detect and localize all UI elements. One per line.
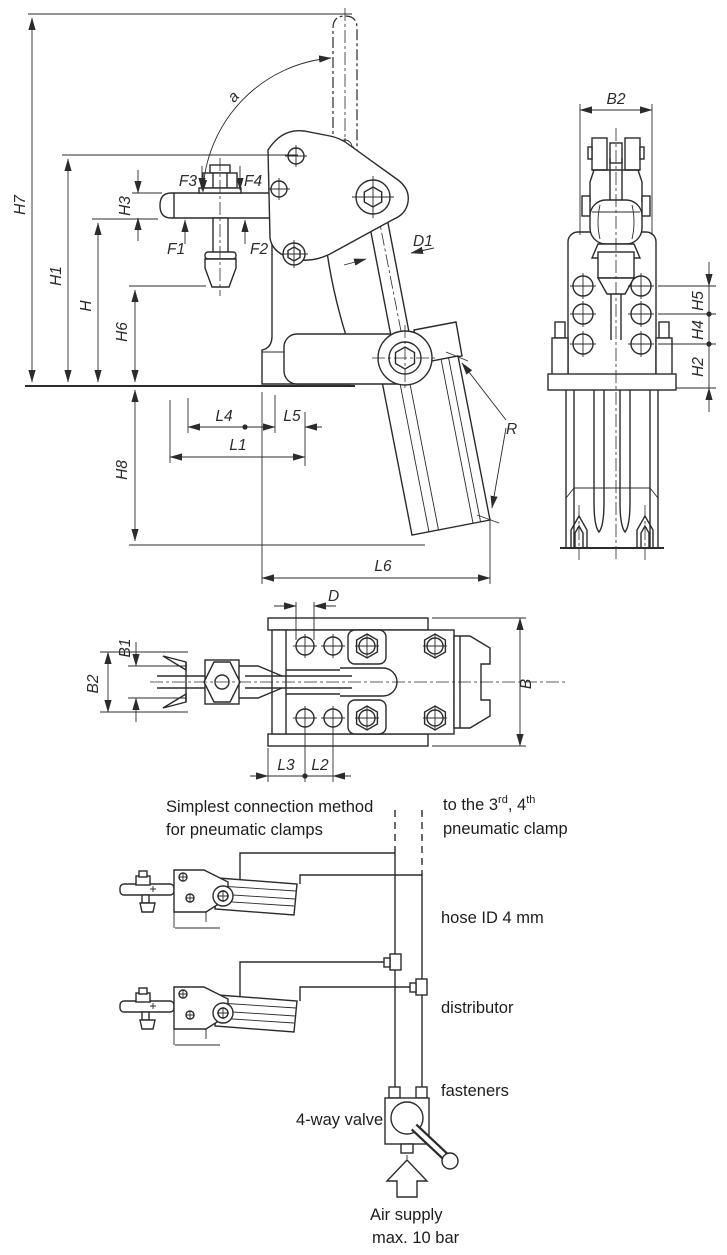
dim-label-h7: H7 xyxy=(12,194,29,215)
schematic-caption-line1: Simplest connection method xyxy=(166,798,373,816)
schematic: Simplest connection method for pneumatic… xyxy=(119,794,568,1247)
schematic-caption-line2: for pneumatic clamps xyxy=(166,821,323,839)
dim-label-b2-side: B2 xyxy=(607,91,626,108)
dim-label-l4: L4 xyxy=(215,408,233,425)
front-view-dimensions: H7 H1 H H6 H8 H3 F3 F4 F1 F2 xyxy=(12,13,517,584)
dim-label-h4: H4 xyxy=(690,320,707,340)
dim-label-h5: H5 xyxy=(690,291,707,311)
dim-label-d1: D1 xyxy=(413,233,433,250)
destination-label-line2: pneumatic clamp xyxy=(443,820,568,838)
dim-label-l2: L2 xyxy=(311,757,329,774)
dim-label-h3: H3 xyxy=(117,196,134,216)
dim-label-h2: H2 xyxy=(690,357,707,377)
dim-label-f1: F1 xyxy=(167,241,185,258)
dim-label-f3: F3 xyxy=(179,173,197,190)
dim-label-h6: H6 xyxy=(114,322,131,342)
front-view: H7 H1 H H6 H8 H3 F3 F4 F1 F2 xyxy=(12,8,517,584)
air-supply-label-line1: Air supply xyxy=(370,1206,443,1224)
dim-label-b: B xyxy=(518,679,535,689)
side-view-dimensions: B2 H5 H4 H2 xyxy=(579,91,716,412)
air-supply-label-line2: max. 10 bar xyxy=(372,1229,460,1247)
dim-label-d: D xyxy=(328,588,339,605)
distributor-fitting-icon xyxy=(383,953,428,996)
dim-label-l1: L1 xyxy=(229,437,246,454)
plan-cylinder-block xyxy=(453,635,491,729)
dim-label-l5: L5 xyxy=(283,408,301,425)
clamping-spindle xyxy=(204,158,237,296)
clamp-arm-bar xyxy=(159,192,279,219)
dim-label-h1: H1 xyxy=(48,266,65,286)
dim-label-h: H xyxy=(78,300,95,312)
hose-label: hose ID 4 mm xyxy=(441,909,544,927)
side-cylinder-lower xyxy=(560,390,664,560)
valve-icon xyxy=(384,1097,459,1170)
plan-bottom-flange xyxy=(267,733,429,747)
dim-label-b2-plan: B2 xyxy=(85,674,102,693)
side-view: B2 H5 H4 H2 xyxy=(547,91,716,560)
plan-view-dimensions: D B B2 B1 L3 L2 xyxy=(85,588,535,782)
dim-label-f4: F4 xyxy=(244,173,262,190)
plan-view: D B B2 B1 L3 L2 xyxy=(85,588,565,782)
side-flanges xyxy=(547,321,677,391)
fasteners-label: fasteners xyxy=(441,1082,509,1100)
dim-label-b1: B1 xyxy=(117,639,134,658)
distributor-label: distributor xyxy=(441,999,514,1017)
dim-label-l3: L3 xyxy=(277,757,295,774)
air-supply-arrow-icon xyxy=(385,1158,429,1198)
plan-top-flange xyxy=(267,617,429,631)
dim-label-l6: L6 xyxy=(374,558,392,575)
plan-holes-bolts xyxy=(293,633,447,731)
dim-label-angle: a xyxy=(224,88,243,106)
dim-label-f2: F2 xyxy=(250,241,268,258)
valve-label: 4-way valve xyxy=(296,1111,383,1129)
fastener-icons xyxy=(388,1086,428,1099)
dim-label-r: R xyxy=(506,421,517,438)
clamp-icon-1 xyxy=(119,869,298,929)
destination-label-line1: to the 3rd, 4th xyxy=(443,794,535,814)
clamp-icon-2 xyxy=(119,986,298,1046)
lever-pivot xyxy=(372,325,438,391)
dim-label-h8: H8 xyxy=(114,460,131,480)
side-mounting-holes xyxy=(570,273,654,357)
